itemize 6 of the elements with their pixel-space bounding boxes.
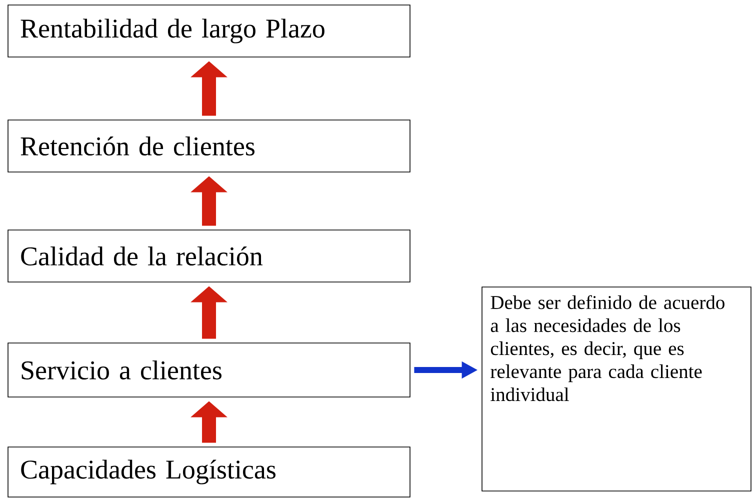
process-box: Servicio a clientes bbox=[8, 342, 410, 398]
note-box: Debe ser definido de acuerdo a las necesidades de los clientes, es decir, que es relevante para cada cliente individual bbox=[482, 286, 752, 492]
process-box: Calidad de la relación bbox=[8, 230, 410, 282]
process-box: Rentabilidad de largo Plazo bbox=[8, 4, 410, 58]
process-box: Capacidades Logísticas bbox=[8, 446, 410, 498]
process-box: Retención de clientes bbox=[8, 120, 410, 172]
